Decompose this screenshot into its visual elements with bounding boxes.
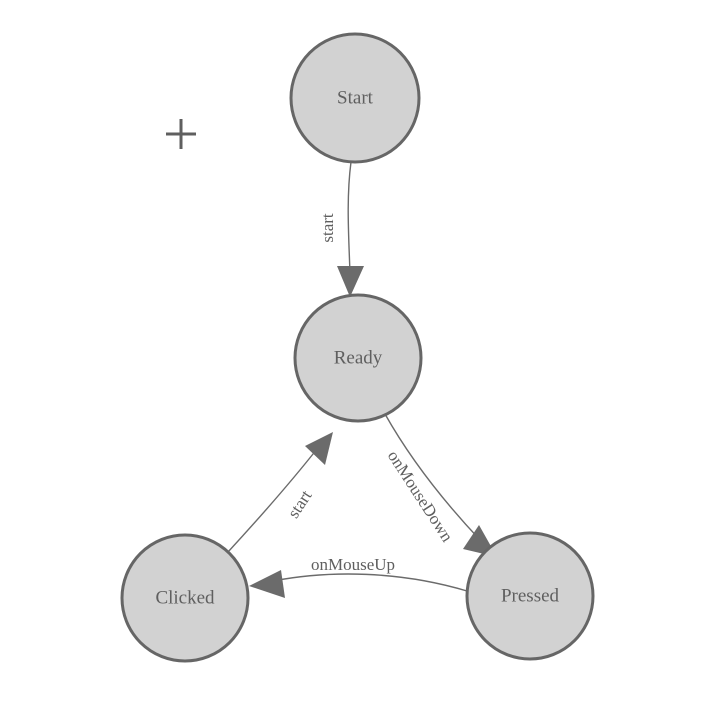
edge-pressed-to-clicked[interactable]: onMouseUp — [249, 555, 468, 598]
edge-label-pressed-to-clicked: onMouseUp — [311, 555, 395, 574]
edge-label-ready-to-pressed: onMouseDown — [384, 447, 457, 546]
node-clicked[interactable]: Clicked — [120, 533, 250, 663]
node-pressed-circle[interactable] — [465, 531, 595, 661]
plus-marker-icon — [166, 119, 196, 149]
edge-start-to-ready[interactable]: start — [318, 161, 364, 297]
node-start-label: Start — [337, 87, 374, 108]
edge-ready-to-pressed-path[interactable] — [384, 413, 482, 542]
edge-clicked-to-ready[interactable]: start — [227, 432, 333, 553]
edge-clicked-to-ready-path[interactable] — [227, 448, 318, 553]
node-ready-circle[interactable] — [293, 293, 423, 423]
edge-pressed-to-clicked-arrowhead — [249, 570, 285, 598]
edge-start-to-ready-path[interactable] — [347, 161, 352, 275]
node-pressed[interactable]: Pressed — [465, 531, 595, 661]
edge-start-to-ready-arrowhead — [337, 266, 364, 297]
node-start[interactable]: Start — [289, 32, 421, 164]
edge-pressed-to-clicked-path[interactable] — [272, 573, 468, 592]
node-ready[interactable]: Ready — [293, 293, 423, 423]
edge-label-start-to-ready: start — [318, 213, 337, 243]
node-clicked-circle[interactable] — [120, 533, 250, 663]
edge-clicked-to-ready-arrowhead — [305, 432, 333, 465]
edge-label-clicked-to-ready: start — [284, 486, 316, 521]
node-pressed-label: Pressed — [501, 585, 560, 606]
node-ready-label: Ready — [334, 347, 383, 368]
node-start-circle[interactable] — [289, 32, 421, 164]
node-clicked-label: Clicked — [155, 587, 215, 608]
edge-ready-to-pressed[interactable]: onMouseDown — [384, 413, 497, 557]
